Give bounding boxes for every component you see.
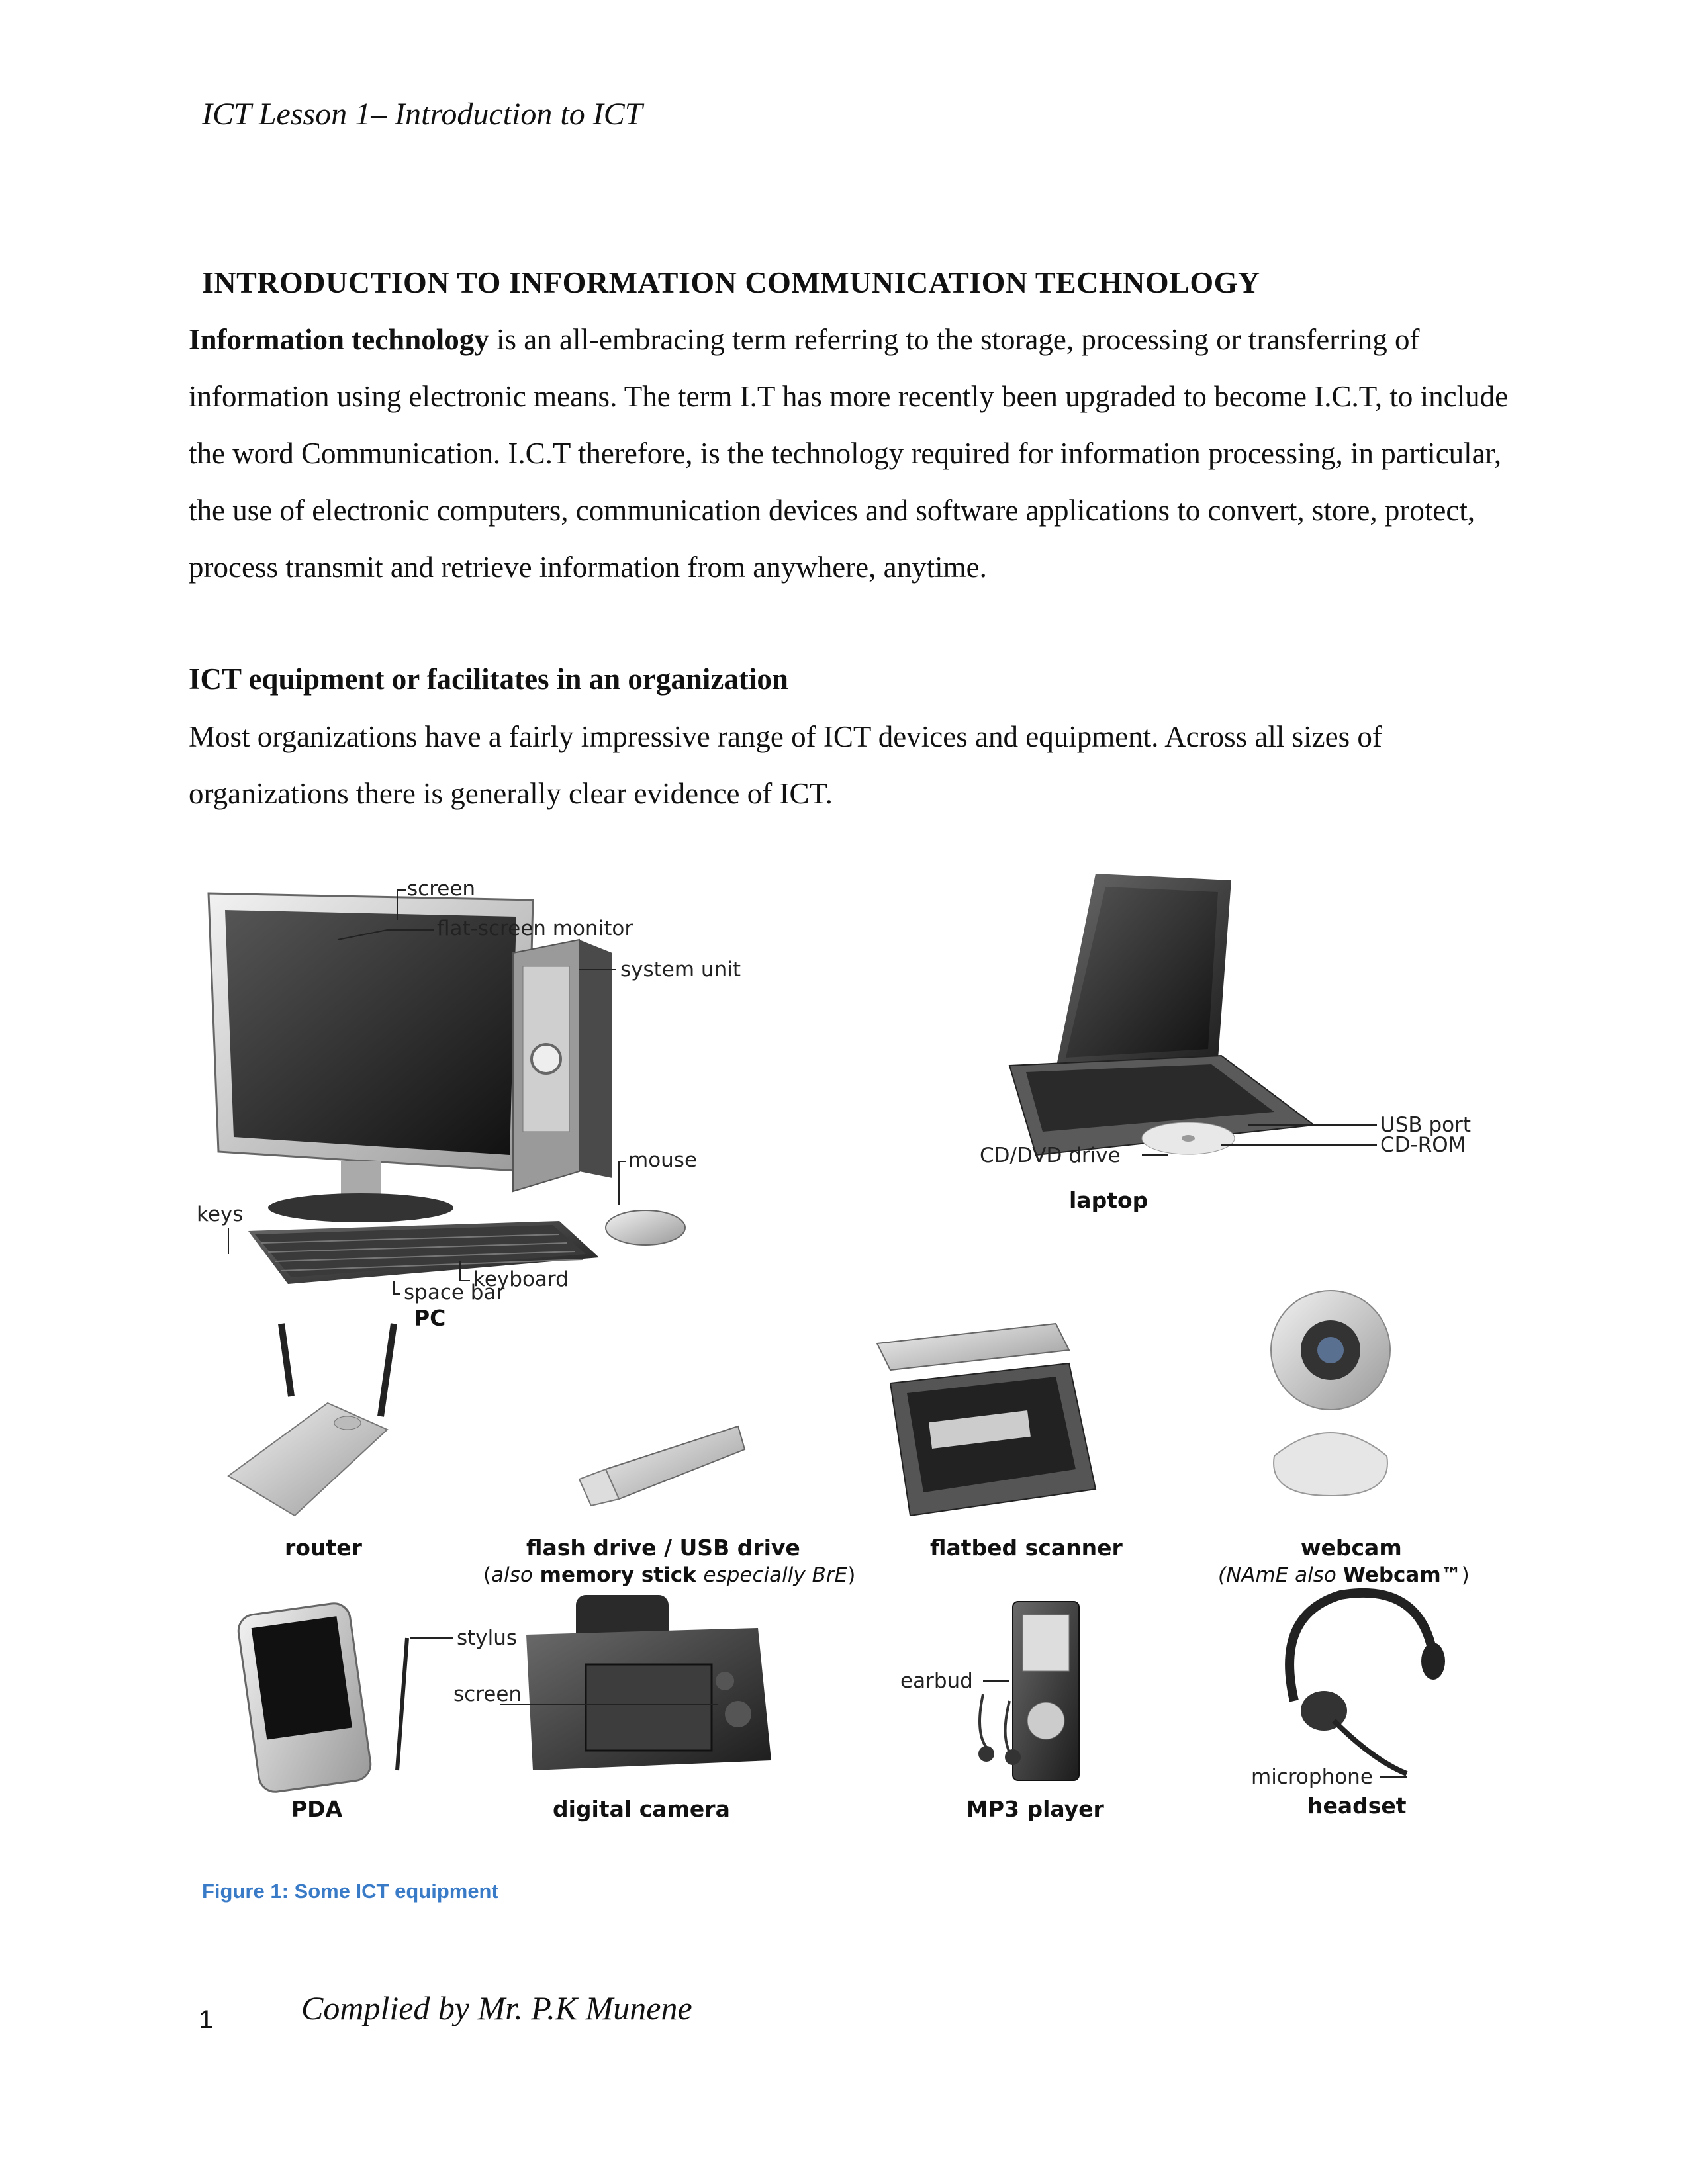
- mouse-image: [605, 1210, 686, 1246]
- pc-label-mouse: mouse: [628, 1148, 697, 1172]
- flash-drive-subcaption: (also memory stick especially BrE): [483, 1563, 855, 1587]
- flash-drive-caption: flash drive / USB drive: [526, 1535, 800, 1561]
- pc-label-keyboard: keyboard: [473, 1267, 569, 1291]
- headset-illustration: microphone headset: [1251, 1588, 1445, 1819]
- headset-label-microphone: microphone: [1251, 1765, 1373, 1789]
- subheading: ICT equipment or facilitates in an organ…: [189, 662, 788, 696]
- monitor-image: [207, 892, 534, 1222]
- camera-illustration: screen digital camera: [453, 1595, 771, 1822]
- mp3-player-illustration: earbud MP3 player: [900, 1601, 1105, 1822]
- router-illustration: router: [227, 1323, 397, 1561]
- page-number: 1: [199, 2005, 214, 2034]
- laptop-label-usb-port: USB port: [1380, 1113, 1471, 1137]
- laptop-caption: laptop: [1069, 1187, 1148, 1213]
- section-title: INTRODUCTION TO INFORMATION COMMUNICATIO…: [202, 265, 1260, 299]
- intro-paragraph: Information technology is an all-embraci…: [189, 311, 1513, 596]
- webcam-illustration: webcam (NAmE also Webcam™): [1218, 1290, 1470, 1587]
- figure-caption: Figure 1: Some ICT equipment: [202, 1880, 498, 1903]
- pda-label-stylus: stylus: [457, 1626, 517, 1650]
- ict-equipment-figure: screen flat-screen monitor system unit m…: [189, 860, 1513, 1853]
- mp3-label-earbud: earbud: [900, 1669, 973, 1693]
- running-header: ICT Lesson 1– Introduction to ICT: [202, 97, 643, 132]
- pc-label-system-unit: system unit: [620, 958, 741, 981]
- laptop-label-cd-dvd: CD/DVD drive: [980, 1144, 1121, 1167]
- pc-label-monitor: flat-screen monitor: [437, 917, 633, 940]
- intro-lead-term: Information technology: [189, 323, 489, 356]
- camera-label-screen: screen: [453, 1682, 522, 1706]
- footer-author: Complied by Mr. P.K Munene: [301, 1989, 692, 2026]
- camera-caption: digital camera: [553, 1796, 730, 1822]
- pc-illustration: screen flat-screen monitor system unit m…: [197, 877, 741, 1331]
- body-paragraph: Most organizations have a fairly impress…: [189, 720, 1382, 810]
- scanner-illustration: flatbed scanner: [876, 1322, 1123, 1561]
- pc-caption: PC: [414, 1305, 445, 1331]
- pda-illustration: stylus PDA: [237, 1602, 517, 1822]
- flash-drive-illustration: flash drive / USB drive (also memory sti…: [483, 1425, 855, 1587]
- laptop-illustration: USB port CD-ROM CD/DVD drive laptop: [980, 874, 1471, 1213]
- mp3-caption: MP3 player: [966, 1796, 1105, 1822]
- system-unit-image: [512, 938, 612, 1193]
- pc-label-keys: keys: [197, 1203, 243, 1226]
- pc-label-space-bar: space bar: [404, 1281, 504, 1304]
- intro-text: is an all-embracing term referring to th…: [189, 323, 1509, 584]
- webcam-caption: webcam: [1301, 1535, 1402, 1561]
- laptop-label-cd-rom: CD-ROM: [1380, 1133, 1466, 1157]
- webcam-subcaption: (NAmE also Webcam™): [1218, 1563, 1470, 1587]
- pc-label-screen: screen: [407, 877, 475, 901]
- scanner-caption: flatbed scanner: [930, 1535, 1123, 1561]
- headset-caption: headset: [1307, 1793, 1407, 1819]
- pda-caption: PDA: [291, 1796, 343, 1822]
- router-caption: router: [285, 1535, 363, 1561]
- keyboard-image: [248, 1221, 599, 1284]
